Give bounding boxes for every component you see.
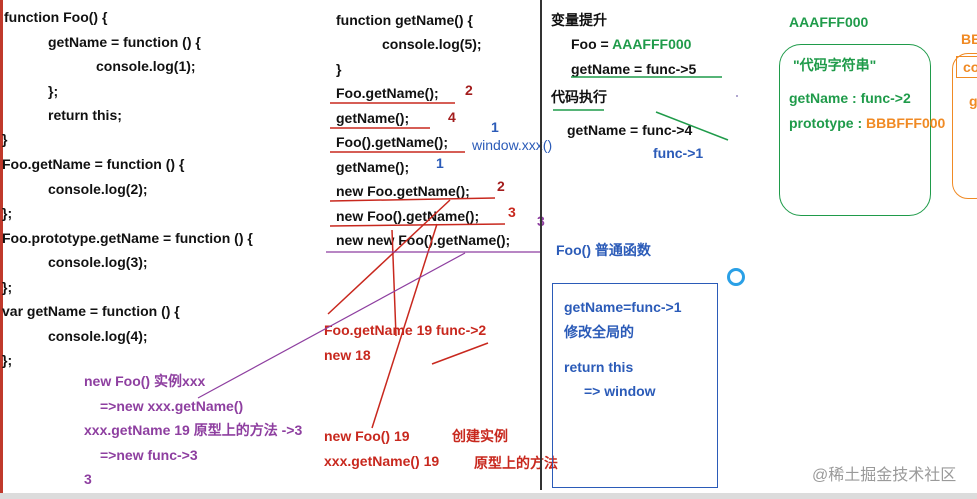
call-line: new Foo().getName(); — [336, 208, 480, 224]
hoisting-getname: getName = func->5 — [571, 61, 697, 77]
prototype-object-box — [952, 53, 977, 199]
heap-side-b: g — [969, 93, 977, 109]
code-line: return this; — [48, 107, 122, 123]
context-line: getName=func->1 — [564, 299, 682, 315]
precedence-note: 原型上的方法 — [474, 455, 558, 471]
call-line: new Foo.getName(); — [336, 183, 470, 199]
code-line: console.log(4); — [48, 328, 148, 344]
foo-normal-function: Foo() 普通函数 — [556, 242, 651, 258]
answer: 1 — [491, 119, 499, 135]
heap-prototype-value: BBBFFF000 — [866, 115, 946, 131]
heap-side-a: co — [963, 59, 977, 75]
watermark: @稀土掘金技术社区 — [812, 467, 957, 484]
heap-string: "代码字符串" — [793, 57, 877, 73]
code-line: console.log(3); — [48, 254, 148, 270]
hoisting-foo-value: AAAFFF000 — [612, 36, 692, 52]
call-line: Foo.getName(); — [336, 85, 439, 101]
code-line: }; — [48, 83, 59, 99]
heap-getname: getName : func->2 — [789, 90, 911, 106]
code-line: var getName = function () { — [2, 303, 180, 319]
exec-getname: getName = func->4 — [567, 122, 693, 138]
context-line: return this — [564, 359, 634, 375]
code-line: getName = function () { — [48, 34, 201, 50]
call-line: console.log(5); — [382, 36, 482, 52]
loading-spinner-icon — [727, 268, 745, 286]
context-line: 修改全局的 — [564, 324, 634, 340]
precedence-line: new 18 — [324, 347, 371, 363]
code-line: console.log(1); — [96, 58, 196, 74]
call-line: function getName() { — [336, 12, 473, 28]
prototype-inner-box — [956, 56, 977, 78]
analysis-line: new Foo() 实例xxx — [84, 373, 206, 389]
exec-title: 代码执行 — [551, 89, 607, 105]
analysis-line: =>new xxx.getName() — [100, 398, 244, 414]
window-note: window.xxx() — [472, 137, 553, 153]
call-line: Foo().getName(); — [336, 134, 448, 150]
code-line: Foo.prototype.getName = function () { — [2, 230, 253, 246]
heap-object-box — [779, 44, 931, 216]
answer: 2 — [465, 82, 473, 98]
call-line: } — [336, 61, 342, 77]
hoisting-foo: Foo = AAAFFF000 — [571, 35, 691, 53]
precedence-line: xxx.getName() 19 — [324, 453, 440, 469]
heap-prototype: prototype : BBBFFF000 — [789, 114, 945, 132]
code-line: } — [2, 131, 8, 147]
horizontal-scrollbar[interactable] — [0, 493, 977, 499]
context-line: => window — [584, 383, 656, 399]
code-line: }; — [2, 352, 13, 368]
code-line: console.log(2); — [48, 181, 148, 197]
analysis-line: xxx.getName 19 原型上的方法 ->3 — [84, 422, 303, 438]
analysis-line: 3 — [84, 471, 92, 487]
precedence-line: new Foo() 19 — [324, 428, 410, 444]
answer: 4 — [448, 109, 456, 125]
call-line: new new Foo().getName(); — [336, 232, 511, 248]
hoisting-title: 变量提升 — [551, 12, 607, 28]
answer: 3 — [508, 204, 516, 220]
precedence-note: 创建实例 — [452, 428, 508, 444]
code-line: }; — [2, 279, 13, 295]
heap-title: AAAFFF000 — [789, 14, 869, 30]
exec-func1: func->1 — [653, 145, 704, 161]
left-edge-bar — [0, 0, 3, 499]
code-line: Foo.getName = function () { — [2, 156, 185, 172]
code-line: function Foo() { — [4, 9, 108, 25]
hoisting-foo-label: Foo = — [571, 36, 613, 52]
code-line: }; — [2, 205, 13, 221]
answer: 1 — [436, 155, 444, 171]
call-line: getName(); — [336, 110, 410, 126]
answer: 2 — [497, 178, 505, 194]
heap-side-title: BB — [961, 31, 977, 47]
execution-context-box — [552, 283, 718, 488]
analysis-line: =>new func->3 — [100, 447, 198, 463]
heap-prototype-label: prototype : — [789, 115, 866, 131]
column-divider — [540, 0, 542, 490]
call-line: getName(); — [336, 159, 410, 175]
precedence-line: Foo.getName 19 func->2 — [324, 322, 487, 338]
